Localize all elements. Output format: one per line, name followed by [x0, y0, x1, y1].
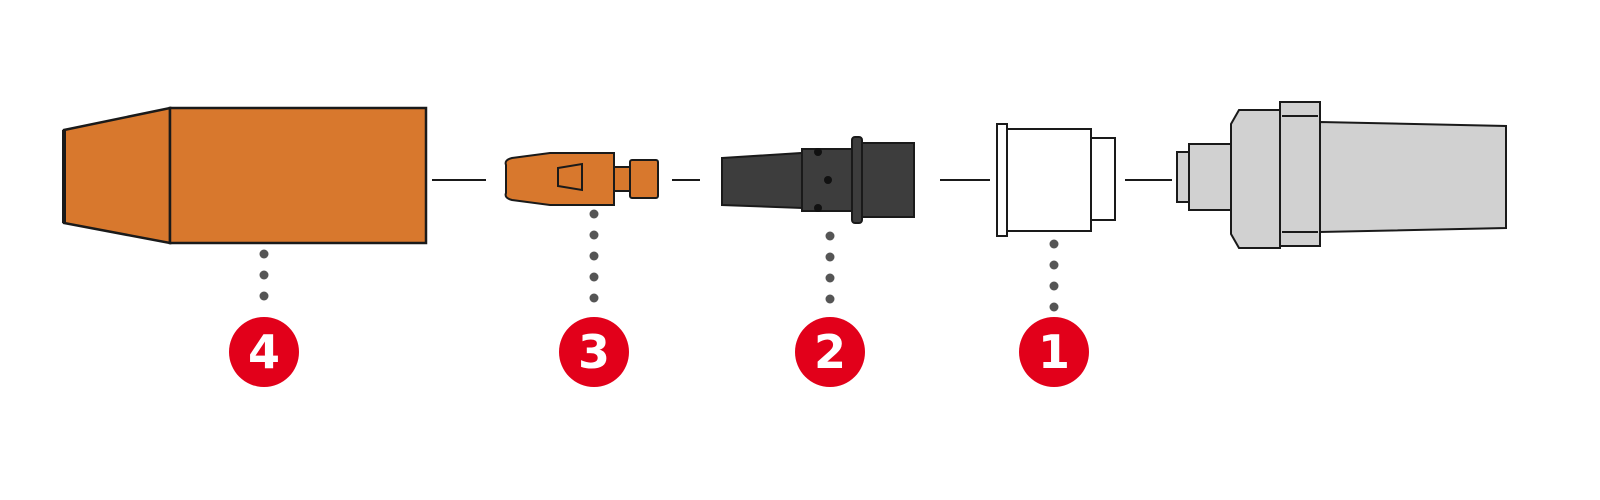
tip-holder [721, 136, 915, 224]
leader-dot [1049, 302, 1059, 312]
leader-dot [589, 209, 599, 219]
leader-dots [259, 209, 1059, 312]
badge-circle [229, 317, 299, 387]
callout-badges: 4 3 2 1 [229, 317, 1089, 387]
badge-number: 4 [248, 325, 280, 379]
leader-dot [1049, 239, 1059, 249]
badge-number: 1 [1038, 325, 1070, 379]
leader-dot [589, 251, 599, 261]
contact-tip [504, 152, 659, 206]
badge-circle [795, 317, 865, 387]
callout-badge-4: 4 [229, 317, 299, 387]
leader-dot [1049, 281, 1059, 291]
leader-dot [589, 230, 599, 240]
leader-dot [825, 273, 835, 283]
badge-circle [1019, 317, 1089, 387]
leader-dot [589, 293, 599, 303]
leader-dot [259, 270, 269, 280]
leader-dot [1049, 260, 1059, 270]
badge-number: 3 [578, 325, 610, 379]
gas-nozzle [62, 106, 428, 245]
leader-dot [259, 249, 269, 259]
leader-dot [825, 231, 835, 241]
leader-dot [259, 291, 269, 301]
badge-number: 2 [814, 325, 846, 379]
leader-dot [825, 252, 835, 262]
badge-circle [559, 317, 629, 387]
leader-dot [825, 294, 835, 304]
callout-badge-1: 1 [1019, 317, 1089, 387]
torch-neck [1176, 101, 1507, 249]
insulator [996, 123, 1116, 237]
callout-badge-2: 2 [795, 317, 865, 387]
leader-dot [589, 272, 599, 282]
callout-badge-3: 3 [559, 317, 629, 387]
